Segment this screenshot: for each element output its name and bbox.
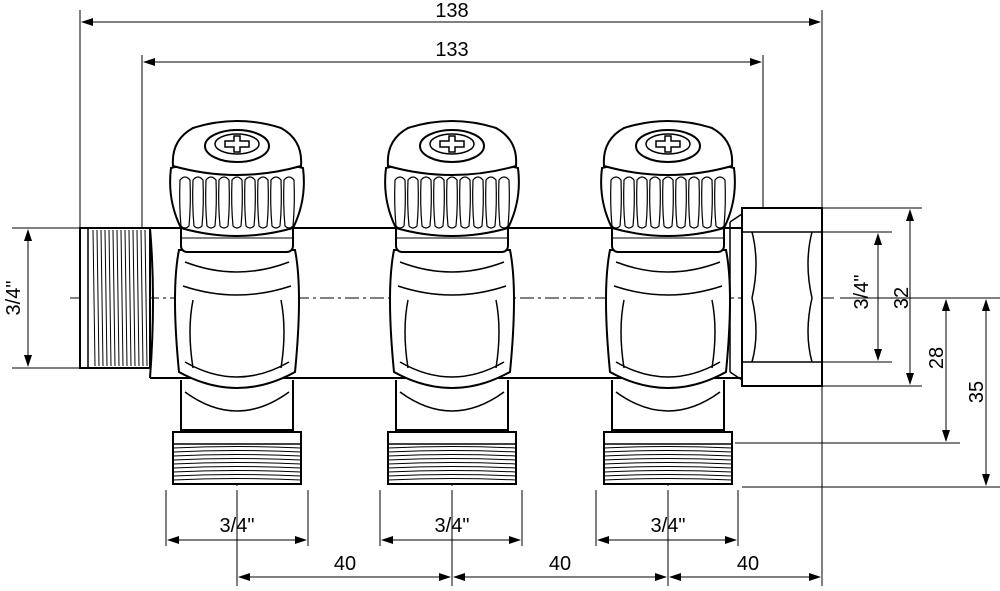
valve-middle [384, 120, 520, 485]
dim-spacing-1: 40 [334, 553, 356, 575]
extension-lines [12, 10, 1000, 586]
hex-nut [729, 207, 823, 387]
dimension-lines [24, 18, 990, 581]
dim-axis-to-outlet-end: 35 [966, 381, 988, 403]
valve-right [600, 120, 736, 485]
dim-axis-to-thread: 28 [926, 347, 948, 369]
dim-inlet-thread: 3/4" [3, 281, 25, 316]
dim-spacing-2: 40 [549, 553, 571, 575]
dim-overall-length: 138 [435, 0, 468, 22]
dim-nut-width: 32 [891, 287, 913, 309]
valve-left [169, 120, 305, 485]
dim-outlet-thread-middle: 3/4" [435, 515, 470, 537]
dim-spacing-3: 40 [737, 553, 759, 575]
inlet-thread [79, 227, 151, 369]
dim-outlet-thread-right: 3/4" [651, 515, 686, 537]
dim-outlet-thread-left: 3/4" [220, 515, 255, 537]
dim-body-length: 133 [435, 39, 468, 61]
dim-nut-thread: 3/4" [851, 275, 873, 310]
